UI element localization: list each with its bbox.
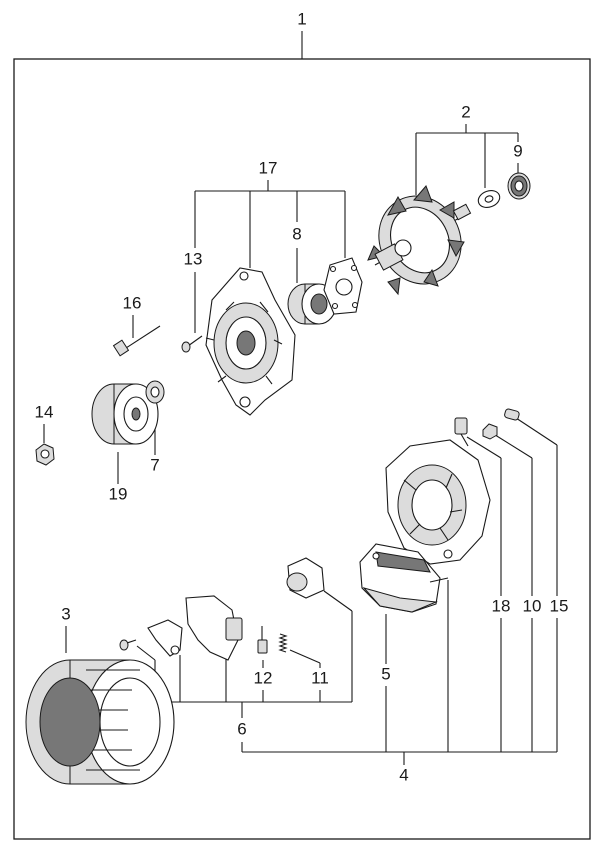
terminal-bolt-part: [454, 417, 469, 447]
callout-19: 19: [109, 484, 128, 503]
callout-2: 2: [461, 102, 470, 121]
regulator-part: [119, 595, 243, 661]
brush-part: [257, 626, 268, 654]
collar-part: [145, 380, 165, 404]
cap-part: [504, 408, 520, 421]
callout-15: 15: [550, 596, 569, 615]
screw-13-part: [181, 335, 203, 353]
callout-16: 16: [123, 293, 142, 312]
terminal-insulator-part: [286, 557, 325, 599]
callout-18: 18: [492, 596, 511, 615]
stator-part: [25, 659, 175, 785]
callout-13: 13: [184, 249, 203, 268]
bearing-9-part: [507, 172, 531, 200]
nut-10-part: [482, 423, 498, 440]
callout-7: 7: [150, 455, 159, 474]
callout-10: 10: [523, 596, 542, 615]
callout-11: 11: [311, 668, 329, 687]
drive-end-frame-part: [205, 267, 296, 416]
callout-4: 4: [399, 765, 408, 784]
callout-17: 17: [259, 158, 278, 177]
retainer-plate-part: [323, 257, 363, 315]
callout-1: 1: [297, 9, 306, 28]
rear-housing-part: [385, 439, 491, 565]
pulley-part: [91, 383, 159, 445]
rotor-spacer-part: [477, 190, 501, 208]
callout-3: 3: [61, 604, 70, 623]
callout-8: 8: [292, 224, 301, 243]
callout-14: 14: [35, 402, 54, 421]
callout-6: 6: [237, 719, 246, 738]
callout-12: 12: [254, 668, 273, 687]
through-bolt-part: [112, 325, 161, 357]
callout-9: 9: [513, 141, 522, 160]
rectifier-part: [359, 543, 449, 613]
nut-part: [35, 443, 55, 466]
callout-5: 5: [381, 664, 390, 683]
rotor-part: [367, 185, 472, 296]
callout-labels: 1 2 9 17 8 13 16 14 7 19 3 18 10 15 5 12…: [35, 9, 569, 784]
spring-part: [278, 633, 288, 653]
